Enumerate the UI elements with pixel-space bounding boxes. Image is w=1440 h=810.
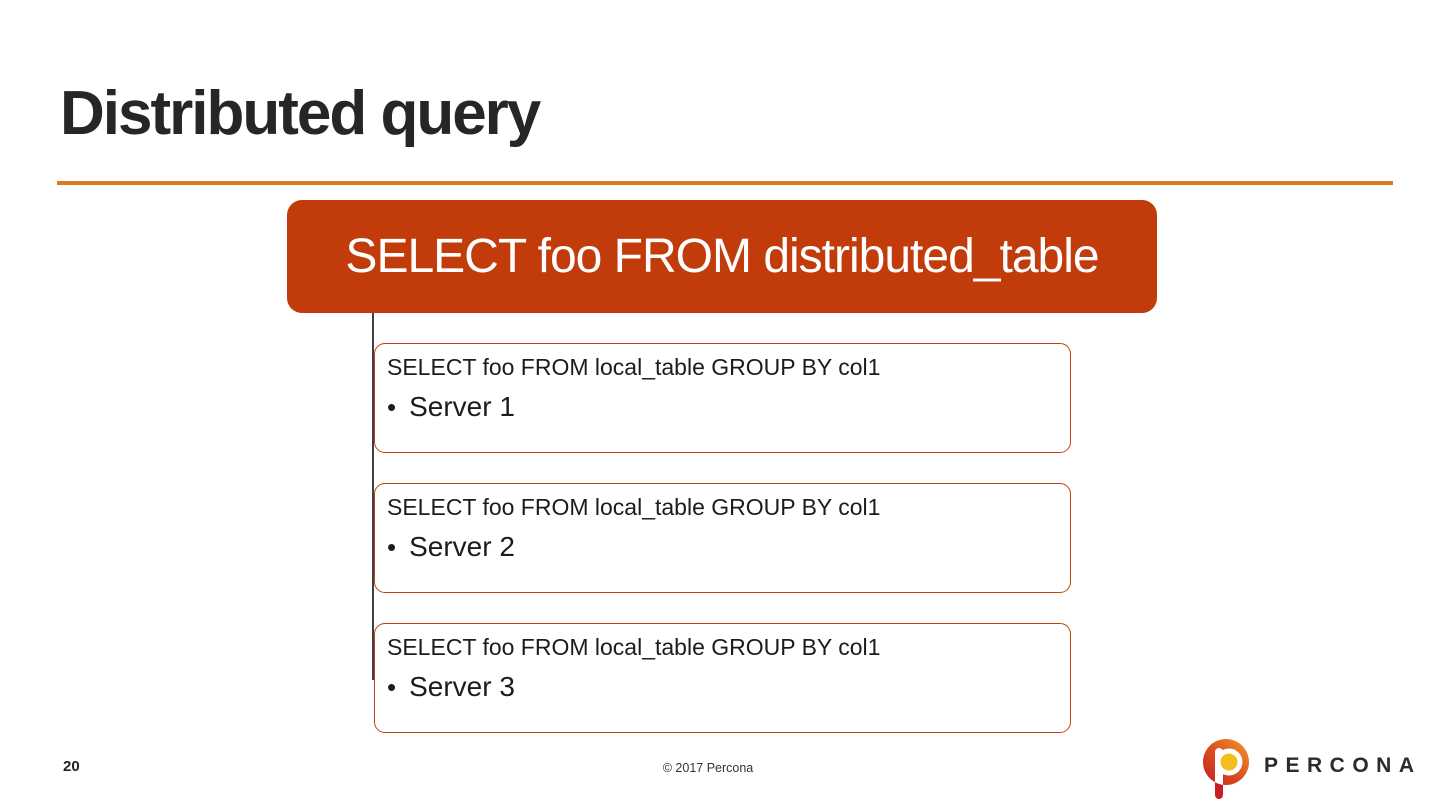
percona-logo-icon bbox=[1203, 739, 1249, 799]
server-1-name: Server 1 bbox=[409, 391, 515, 422]
server-1-box: SELECT foo FROM local_table GROUP BY col… bbox=[374, 343, 1071, 453]
bullet-icon: • bbox=[387, 391, 397, 422]
percona-wordmark: PERCONA bbox=[1264, 754, 1422, 777]
percona-logo: PERCONA bbox=[1203, 739, 1422, 800]
server-2-box: SELECT foo FROM local_table GROUP BY col… bbox=[374, 483, 1071, 593]
copyright-text: © 2017 Percona bbox=[662, 761, 754, 775]
bullet-icon: • bbox=[387, 531, 397, 562]
server-3-name: Server 3 bbox=[409, 671, 515, 702]
page-number: 20 bbox=[63, 758, 80, 775]
server-3-box: SELECT foo FROM local_table GROUP BY col… bbox=[374, 623, 1071, 733]
server-1-query: SELECT foo FROM local_table GROUP BY col… bbox=[387, 354, 881, 380]
bullet-icon: • bbox=[387, 671, 397, 702]
server-2-name: Server 2 bbox=[409, 531, 515, 562]
distributed-query-label: SELECT foo FROM distributed_table bbox=[345, 230, 1099, 283]
server-1-label-row: • Server 1 bbox=[387, 391, 1056, 423]
server-2-query: SELECT foo FROM local_table GROUP BY col… bbox=[387, 494, 881, 520]
distributed-query-box: SELECT foo FROM distributed_table bbox=[287, 200, 1157, 313]
server-3-query: SELECT foo FROM local_table GROUP BY col… bbox=[387, 634, 881, 660]
slide-title: Distributed query bbox=[60, 79, 541, 148]
title-underline bbox=[57, 181, 1393, 185]
connector-line bbox=[372, 313, 374, 680]
server-2-label-row: • Server 2 bbox=[387, 531, 1056, 563]
server-3-label-row: • Server 3 bbox=[387, 671, 1056, 703]
